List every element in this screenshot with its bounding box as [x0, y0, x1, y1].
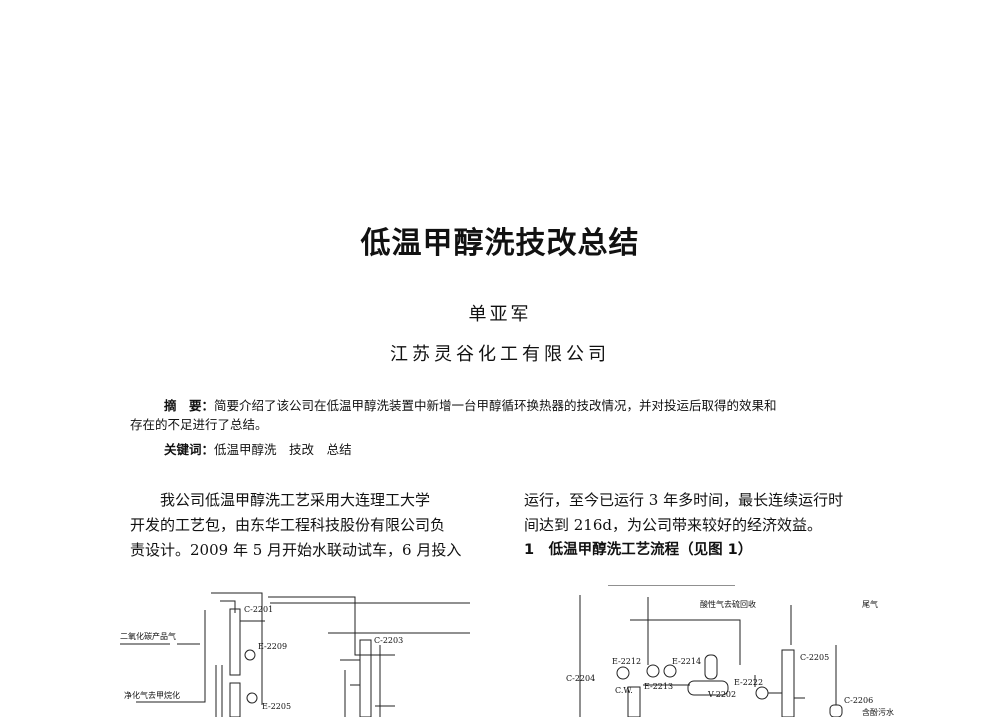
exchanger-e2212	[616, 666, 630, 680]
affiliation: 江苏灵谷化工有限公司	[390, 344, 610, 365]
paragraph-line: 间达到 216d，为公司带来较好的经济效益。	[524, 516, 823, 534]
body-left-column: 我公司低温甲醇洗工艺采用大连理工大学 开发的工艺包，由东华工程科技股份有限公司负…	[130, 488, 461, 563]
column-c2201	[229, 608, 241, 676]
exchanger-e2214	[663, 664, 677, 678]
label-acid: 酸性气去硫回收	[700, 599, 756, 609]
keyword: 低温甲醇洗	[214, 442, 277, 457]
exchanger-e2205	[246, 692, 258, 704]
abstract-text: 简要介绍了该公司在低温甲醇洗装置中新增一台甲醇循环换热器的技改情况，并对投运后取…	[214, 398, 777, 413]
label-co2: 二氧化碳产品气	[120, 631, 176, 641]
pipe	[270, 602, 470, 634]
paragraph-line: 责设计。2009 年 5 月开始水联动试车，6 月投入	[130, 541, 462, 559]
paragraph-line: 开发的工艺包，由东华工程科技股份有限公司负	[130, 516, 446, 534]
label-c2205: C-2205	[800, 653, 829, 662]
label-e2222: E-2222	[734, 678, 763, 687]
label-c2203: C-2203	[374, 636, 403, 645]
pipe	[120, 610, 265, 717]
label-c2204: C-2204	[566, 674, 595, 683]
label-purified: 净化气去甲烷化	[124, 690, 180, 700]
column-c2206	[829, 704, 843, 717]
exchanger-e2213	[646, 664, 660, 678]
label-e2213: E-2213	[644, 682, 673, 691]
exchanger-e2209	[244, 649, 256, 661]
label-e2214: E-2214	[672, 657, 701, 666]
keywords: 关键词：低温甲醇洗 技改 总结	[164, 439, 352, 458]
keyword: 总结	[326, 442, 352, 457]
pipe	[268, 596, 395, 656]
section-heading: 1 低温甲醇洗工艺流程（见图 1）	[524, 542, 753, 558]
label-e2212: E-2212	[612, 657, 641, 666]
column-lower	[229, 682, 241, 717]
paragraph-line: 运行，至今已运行 3 年多时间，最长连续运行时	[524, 491, 844, 509]
process-flow-diagram: 二氧化碳产品气 净化气去甲烷化 C-2201 E-2209 E-2205 C-2…	[120, 585, 894, 717]
column-c2203	[359, 639, 372, 717]
author: 单亚军	[468, 304, 532, 325]
paragraph-line: 我公司低温甲醇洗工艺采用大连理工大学	[160, 491, 431, 509]
pipe	[643, 605, 837, 705]
paper-title: 低温甲醇洗技改总结	[360, 226, 640, 261]
label-c2201: C-2201	[244, 605, 273, 614]
label-v2202: V-2202	[707, 690, 736, 699]
vessel-v2202	[704, 654, 718, 680]
label-tail: 尾气	[862, 599, 878, 609]
exchanger-e2222	[755, 686, 769, 700]
keyword: 技改	[289, 442, 315, 457]
column-c2204	[627, 686, 641, 717]
abstract-line-2: 存在的不足进行了总结。	[130, 417, 268, 432]
column-c2205	[781, 649, 795, 717]
pipe	[579, 585, 741, 717]
label-cw: C.W.	[615, 686, 633, 695]
drum	[687, 680, 729, 696]
label-e2205: E-2205	[262, 702, 291, 711]
keywords-label: 关键词：	[164, 442, 215, 457]
body-right-column: 运行，至今已运行 3 年多时间，最长连续运行时 间达到 216d，为公司带来较好…	[524, 488, 843, 563]
pipe	[340, 645, 395, 717]
abstract-label: 摘 要：	[164, 398, 215, 413]
label-e2209: E-2209	[258, 642, 287, 651]
abstract-line-1: 摘 要：简要介绍了该公司在低温甲醇洗装置中新增一台甲醇循环换热器的技改情况，并对…	[164, 395, 777, 414]
label-water: 含酚污水	[862, 707, 894, 717]
label-c2206: C-2206	[844, 696, 873, 705]
